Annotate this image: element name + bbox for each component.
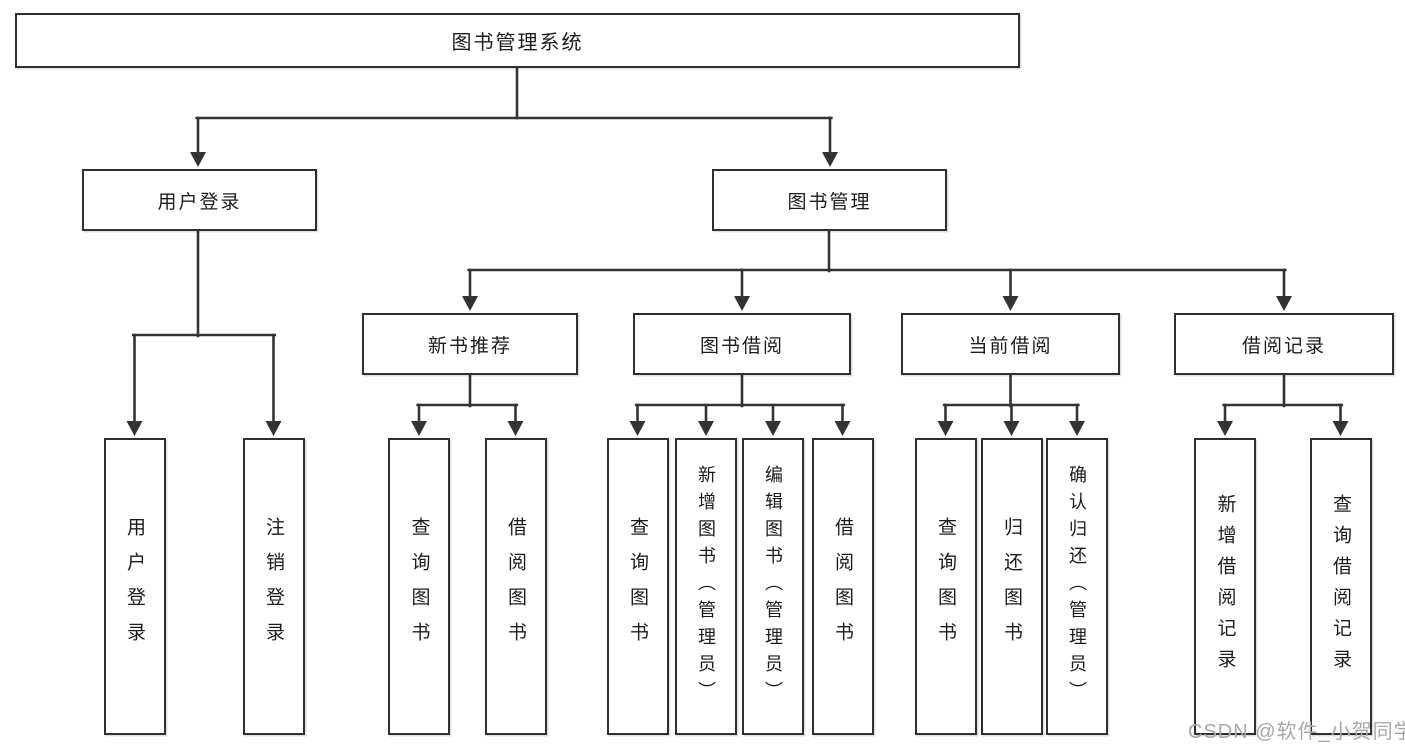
- branch-user-login-label: 用户登录: [157, 191, 242, 213]
- leaf-borrow-books-borrow-label: 借阅图书: [832, 516, 853, 657]
- connector-root-to-level2: [190, 66, 838, 167]
- leaf-return-book-label: 归还图书: [1001, 516, 1022, 657]
- section-borrow-records-label: 借阅记录: [1241, 335, 1326, 357]
- leaf-query-books-borrow-label: 查询图书: [627, 516, 648, 657]
- leaf-confirm-return-admin: 确认归还（管理员）: [1046, 438, 1108, 735]
- leaf-user-login: 用户登录: [103, 438, 166, 735]
- leaf-borrow-books-newbook-label: 借阅图书: [505, 516, 526, 657]
- leaf-borrow-books-borrow: 借阅图书: [811, 438, 874, 735]
- leaf-query-borrow-record: 查询借阅记录: [1309, 438, 1372, 735]
- leaf-borrow-books-newbook: 借阅图书: [484, 438, 547, 735]
- section-new-book-recommend: 新书推荐: [362, 313, 578, 375]
- connector-current-borrow-to-leaves: [937, 372, 1085, 436]
- leaf-edit-book-admin-label: 编辑图书（管理员）: [763, 465, 783, 708]
- section-current-borrow-label: 当前借阅: [968, 335, 1053, 357]
- section-borrow-records: 借阅记录: [1174, 313, 1394, 375]
- leaf-query-books-current: 查询图书: [914, 438, 977, 735]
- leaf-add-borrow-record-label: 新增借阅记录: [1214, 493, 1236, 680]
- connector-user-login-to-leaves: [126, 229, 282, 436]
- leaf-add-book-admin: 新增图书（管理员）: [675, 438, 737, 735]
- csdn-watermark: CSDN @软件_小贺同学: [1188, 721, 1405, 743]
- root-node-label: 图书管理系统: [451, 32, 584, 54]
- leaf-query-books-current-label: 查询图书: [935, 516, 956, 657]
- section-book-borrow: 图书借阅: [633, 313, 851, 375]
- leaf-confirm-return-admin-label: 确认归还（管理员）: [1067, 465, 1087, 708]
- leaf-logout-label: 注销登录: [263, 516, 284, 657]
- section-current-borrow: 当前借阅: [901, 313, 1120, 375]
- leaf-edit-book-admin: 编辑图书（管理员）: [742, 438, 804, 735]
- section-new-book-recommend-label: 新书推荐: [427, 335, 512, 357]
- leaf-return-book: 归还图书: [980, 438, 1043, 735]
- connector-book-management-to-sections: [462, 229, 1292, 311]
- leaf-query-borrow-record-label: 查询借阅记录: [1330, 493, 1351, 680]
- leaf-query-books-borrow: 查询图书: [606, 438, 669, 735]
- connector-book-borrow-to-leaves: [629, 372, 851, 436]
- branch-book-management-label: 图书管理: [787, 191, 872, 213]
- leaf-add-book-admin-label: 新增图书（管理员）: [696, 465, 716, 708]
- connector-new-book-recommend-to-leaves: [411, 372, 524, 436]
- leaf-add-borrow-record: 新增借阅记录: [1194, 438, 1256, 735]
- branch-book-management: 图书管理: [712, 169, 947, 231]
- leaf-logout: 注销登录: [242, 438, 305, 735]
- section-book-borrow-label: 图书借阅: [699, 335, 784, 357]
- root-node-library-management-system: 图书管理系统: [15, 13, 1020, 68]
- leaf-query-books-newbook-label: 查询图书: [408, 516, 430, 657]
- connector-borrow-records-to-leaves: [1217, 372, 1349, 436]
- branch-user-login: 用户登录: [82, 169, 317, 231]
- leaf-query-books-newbook: 查询图书: [388, 438, 450, 735]
- leaf-user-login-label: 用户登录: [124, 516, 145, 657]
